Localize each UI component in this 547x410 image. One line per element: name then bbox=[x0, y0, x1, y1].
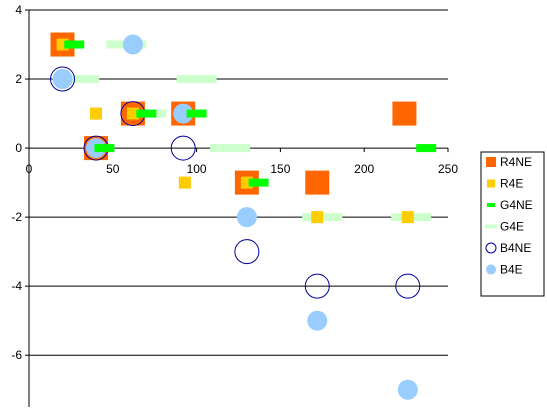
data-point-g4ne bbox=[416, 144, 437, 153]
legend-symbol bbox=[486, 264, 496, 275]
legend-symbol bbox=[487, 203, 495, 207]
series-r4e bbox=[56, 38, 414, 224]
data-point-b4ne bbox=[50, 66, 76, 92]
data-point-r4ne bbox=[392, 101, 417, 126]
data-point-g4e bbox=[59, 75, 100, 84]
legend-symbol bbox=[485, 242, 497, 254]
legend-symbol bbox=[487, 179, 495, 188]
data-point-g4e bbox=[176, 75, 217, 84]
data-point-r4ne bbox=[305, 170, 330, 195]
legend-symbol bbox=[485, 224, 497, 229]
data-point-r4e bbox=[311, 211, 324, 224]
data-point-g4ne bbox=[186, 109, 207, 118]
x-tick-label: 150 bbox=[270, 162, 290, 176]
series-b4e bbox=[52, 34, 418, 400]
legend-symbol bbox=[486, 157, 496, 167]
y-tick-label: 4 bbox=[15, 3, 22, 17]
legend-label: R4NE bbox=[500, 155, 532, 169]
data-point-b4e bbox=[397, 379, 418, 400]
data-point-g4ne bbox=[94, 144, 115, 153]
data-point-g4ne bbox=[64, 40, 85, 49]
tick-labels: 4 2 0 -2 -4 -6 0 50 100 150 200 250 bbox=[11, 3, 458, 362]
data-point-b4e bbox=[236, 207, 257, 228]
data-point-b4ne bbox=[234, 239, 260, 265]
y-tick-label: -2 bbox=[11, 210, 22, 224]
plot-area bbox=[50, 32, 437, 400]
data-point-r4e bbox=[126, 107, 139, 120]
data-point-r4e bbox=[178, 176, 191, 189]
data-point-g4ne bbox=[136, 109, 157, 118]
y-tick-label: 0 bbox=[15, 141, 22, 155]
data-point-b4e bbox=[122, 34, 143, 55]
data-point-b4e bbox=[173, 103, 194, 124]
data-point-g4ne bbox=[248, 178, 269, 187]
y-tick-label: -4 bbox=[11, 279, 22, 293]
legend-label: B4NE bbox=[500, 241, 531, 255]
data-point-b4e bbox=[307, 310, 328, 331]
data-point-b4ne bbox=[395, 273, 421, 299]
legend-label: G4E bbox=[500, 220, 524, 234]
data-point-g4e bbox=[210, 144, 251, 153]
legend-label: B4E bbox=[500, 263, 523, 277]
legend-label: R4E bbox=[500, 177, 523, 191]
series-g4ne bbox=[64, 40, 437, 187]
x-tick-label: 100 bbox=[187, 162, 207, 176]
legend-label: G4NE bbox=[500, 198, 533, 212]
data-point-r4e bbox=[90, 107, 103, 120]
x-tick-label: 250 bbox=[438, 162, 458, 176]
y-tick-label: 2 bbox=[15, 72, 22, 86]
y-tick-label: -6 bbox=[11, 348, 22, 362]
legend: R4NE R4E G4NE G4E B4NE B4E bbox=[480, 151, 545, 297]
data-point-b4e bbox=[52, 69, 73, 90]
x-tick-label: 200 bbox=[354, 162, 374, 176]
x-tick-label: 50 bbox=[106, 162, 120, 176]
data-point-b4ne bbox=[304, 273, 330, 299]
axes bbox=[25, 9, 449, 407]
x-tick-label: 0 bbox=[26, 162, 33, 176]
data-point-b4ne bbox=[170, 135, 196, 161]
data-point-r4e bbox=[401, 211, 414, 224]
